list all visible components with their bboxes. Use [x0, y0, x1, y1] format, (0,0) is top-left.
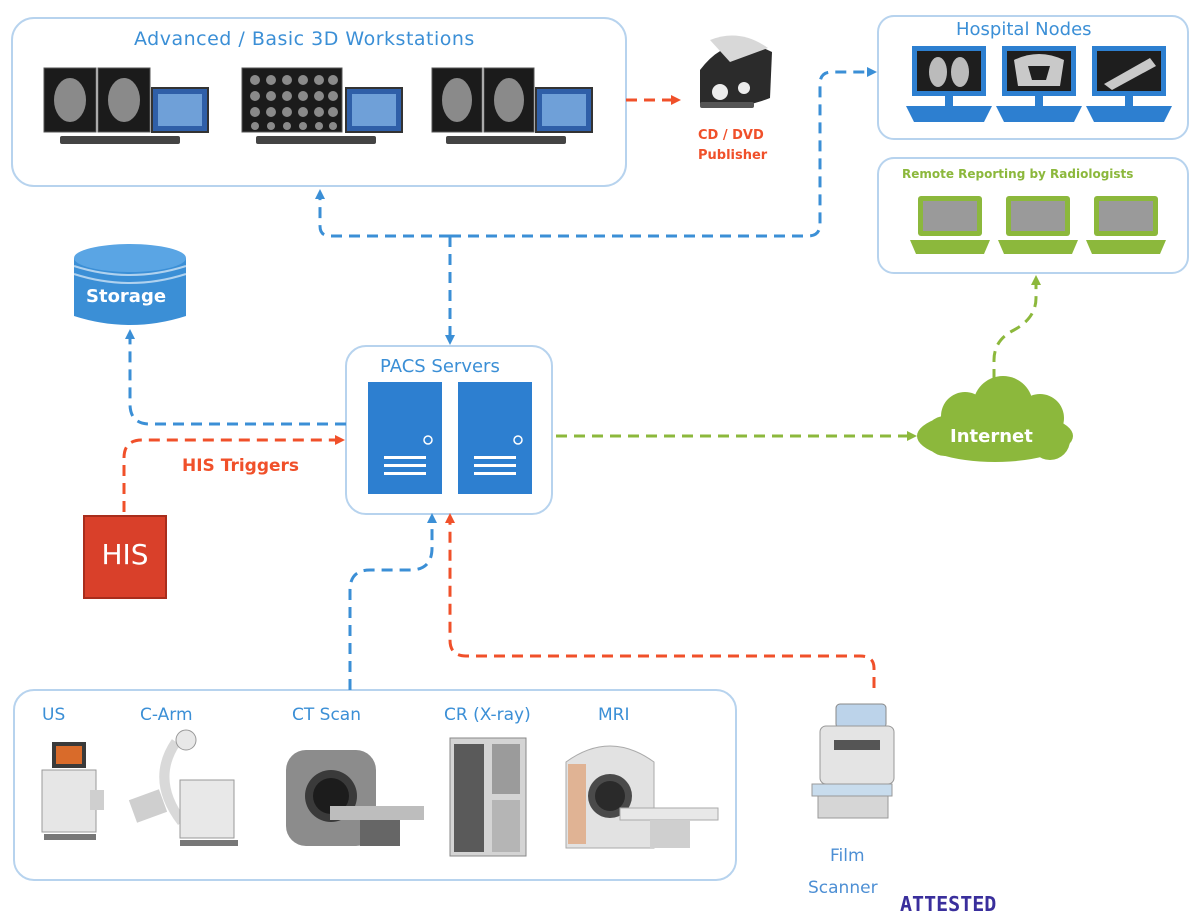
connector-scanner-to-pacs	[445, 513, 876, 688]
modality-us-label: US	[42, 705, 66, 725]
us-machine-icon	[41, 742, 104, 840]
film-scanner-icon	[811, 703, 895, 819]
his-triggers-label: HIS Triggers	[182, 456, 300, 476]
modalities-box	[13, 689, 737, 881]
mri-machine-icon	[565, 745, 719, 849]
pacs-server-1-icon	[368, 382, 442, 494]
remote-laptop-3-icon	[1086, 196, 1166, 254]
hospital-node-1-icon	[906, 46, 992, 122]
storage-cylinder-icon	[73, 244, 187, 325]
hospital-node-3-icon	[1086, 46, 1172, 122]
attested-stamp: ATTESTED	[900, 892, 997, 916]
pacs-server-2-icon	[458, 382, 532, 494]
workstation-2-icon	[241, 67, 403, 144]
internet-cloud-icon	[917, 376, 1073, 462]
his-label: HIS	[101, 538, 149, 571]
cr-xray-icon	[449, 737, 527, 857]
connector-pacs-to-storage	[125, 329, 346, 426]
c-arm-icon	[128, 729, 238, 846]
modality-mri-label: MRI	[598, 705, 630, 725]
pacs-title: PACS Servers	[380, 356, 500, 377]
remote-laptop-1-icon	[910, 196, 990, 254]
modality-cr-xray-label: CR (X-ray)	[444, 705, 531, 725]
cd-dvd-publisher-icon	[700, 35, 772, 108]
hospital-nodes-box	[877, 15, 1189, 140]
publisher-label-line1: CD / DVD	[698, 128, 764, 143]
connector-workstations-up	[315, 189, 450, 238]
workstations-box	[11, 17, 627, 187]
workstation-3-icon	[431, 67, 593, 144]
modality-ct-scan-label: CT Scan	[292, 705, 361, 725]
workstation-1-icon	[43, 67, 209, 144]
connector-internet-to-remote	[992, 275, 1041, 380]
remote-laptop-2-icon	[998, 196, 1078, 254]
hospital-nodes-title: Hospital Nodes	[956, 19, 1092, 40]
remote-reporting-title: Remote Reporting by Radiologists	[902, 167, 1134, 181]
remote-reporting-box	[877, 157, 1189, 274]
storage-label: Storage	[86, 286, 167, 307]
ct-scanner-icon	[286, 750, 424, 846]
connector-modalities-to-pacs	[348, 513, 437, 690]
internet-label: Internet	[950, 426, 1033, 447]
film-scanner-label-line2: Scanner	[808, 878, 878, 898]
green-connectors	[556, 275, 1041, 441]
workstations-title: Advanced / Basic 3D Workstations	[134, 28, 475, 50]
modality-c-arm-label: C-Arm	[140, 705, 193, 725]
his-block	[83, 515, 167, 599]
connector-his-triggers	[122, 435, 345, 512]
orange-connectors	[122, 95, 876, 688]
hospital-node-2-icon	[996, 46, 1082, 122]
film-scanner-label-line1: Film	[830, 846, 865, 866]
publisher-label-line2: Publisher	[698, 148, 768, 163]
blue-connectors	[125, 67, 877, 690]
connector-to-hospital-nodes	[450, 67, 877, 238]
